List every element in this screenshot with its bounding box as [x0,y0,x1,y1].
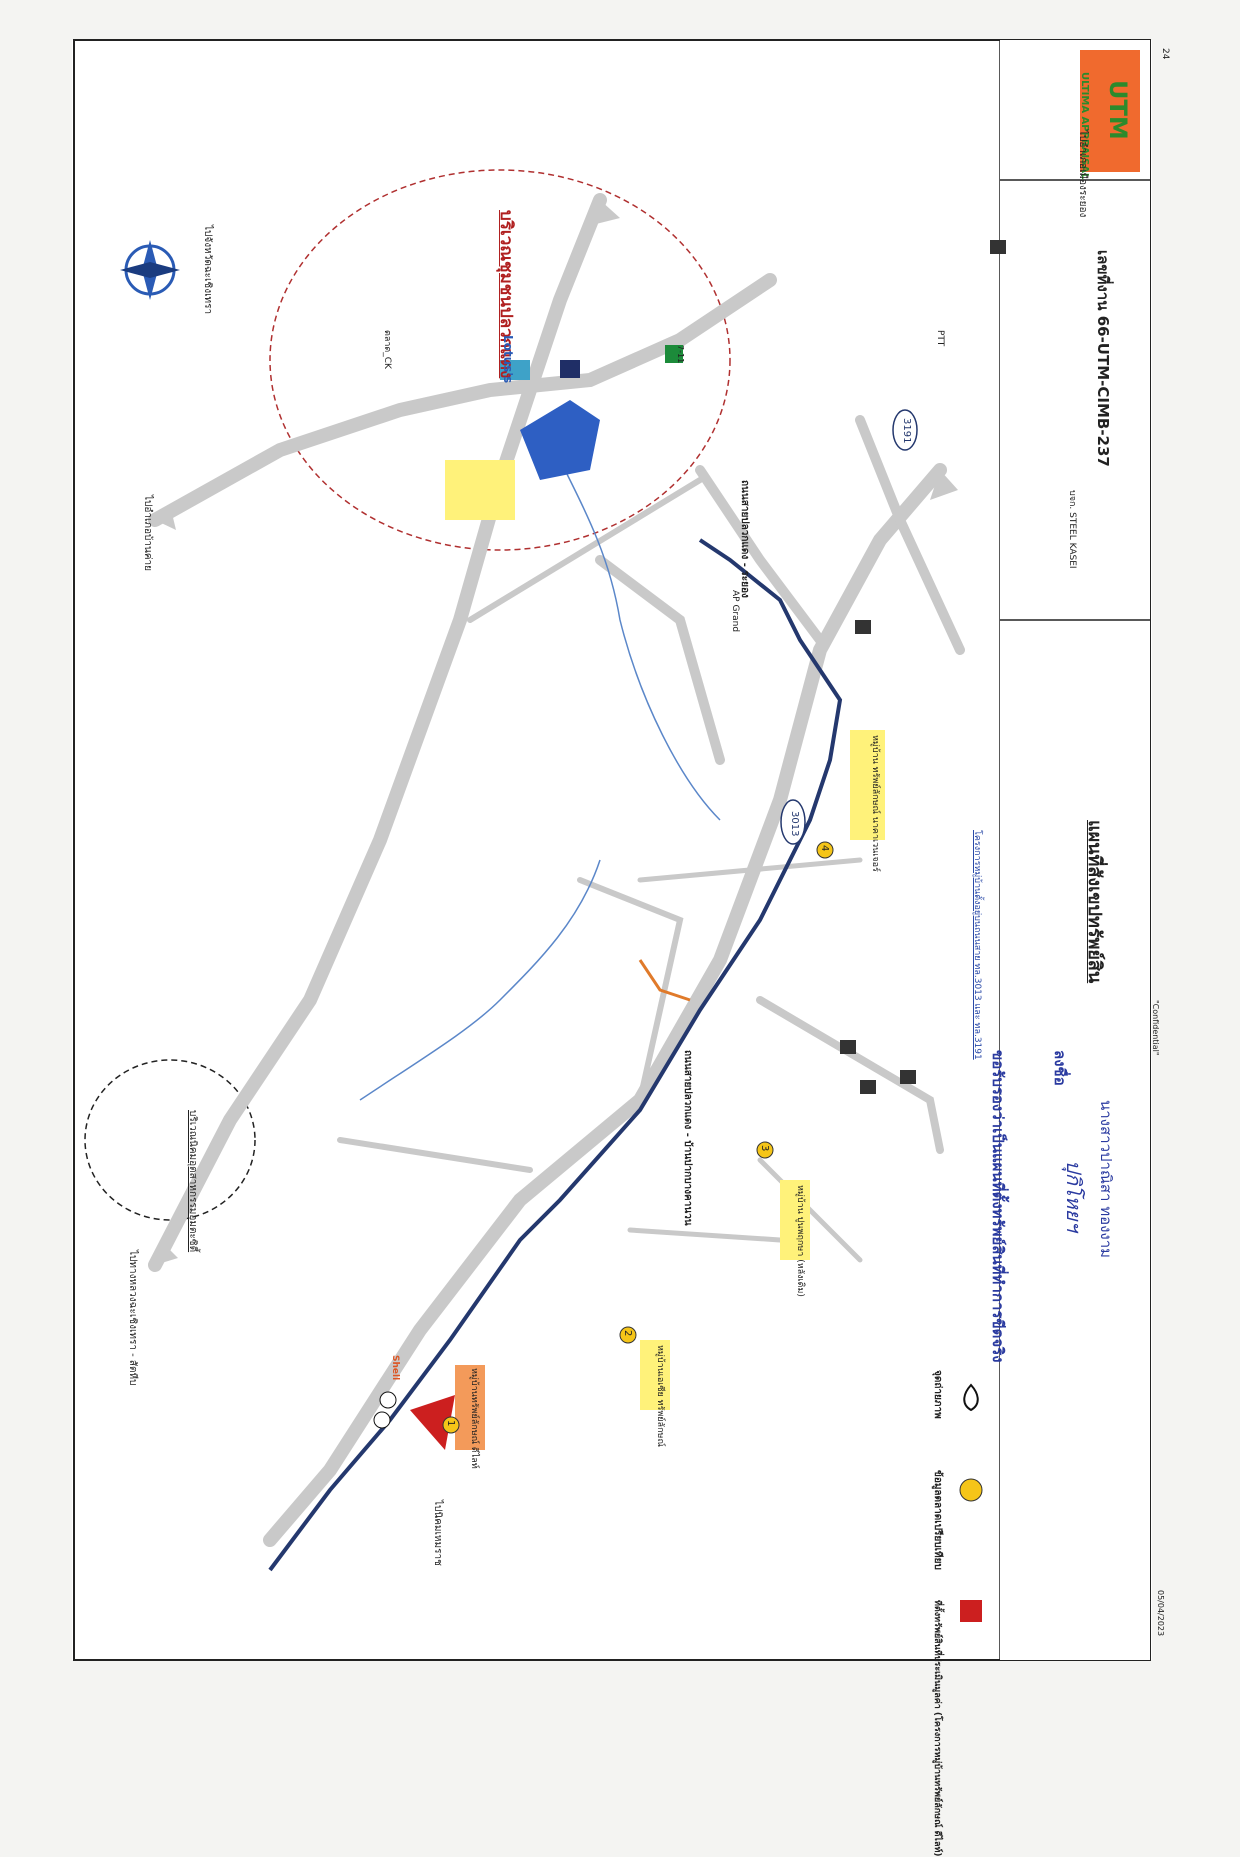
comp-label-2: หมู่บ้าน ปูนพฤกษา (หลังเดิม) [795,1185,805,1297]
location-map [73,39,1151,1661]
comp-marker-3-num: 3 [759,1145,770,1152]
seven-eleven-icon [665,345,683,363]
comp-label-box-1 [640,1340,670,1410]
doc-number: เลขที่งาน 66-UTM-CIMB-237 [1091,250,1115,467]
confidential-note: "Confidential" [1151,1000,1160,1056]
steel-kasei-label: บจก. STEEL KASEI [1067,490,1077,569]
road-main-label: ถนนสายปลวกแดง - บ้านปากบางคานวน [682,1050,693,1226]
ptt-label: PTT [935,330,945,347]
comp-marker-1-num: 1 [445,1420,456,1427]
roads [148,193,965,1547]
utm-logo [1028,50,1140,172]
legend-circle-icon [959,1478,983,1502]
road-pluak-label: ถนนสายปลวกแดง - ระยอง [739,480,750,598]
comp-marker-2 [619,1326,637,1344]
page-mark: 24 [1160,48,1170,60]
lotus-label: Lotus's [501,335,515,384]
road-3013-label: 3013 [789,811,800,837]
map-title: แผนที่สังเขปทรัพย์สิน [1084,820,1105,984]
route-3013 [268,538,843,1572]
seven-eleven-label: 7-11 [676,345,685,364]
legend-comparables: ข้อมูลตลาดเปรียบเทียบ [932,1470,943,1570]
legend-square-icon [960,1600,982,1622]
dest-top-left: ไปจังหวัดฉะเชิงเทรา [202,225,213,315]
comp-label-box-2 [780,1180,810,1260]
industrial-estate-circle [84,1059,256,1221]
subject-label-box [455,1365,485,1450]
logo-text: UTM [1104,80,1132,140]
road-3191-oval [892,409,918,451]
ck-label: ตลาด_CK [382,330,392,369]
lotus-store [500,360,530,380]
river [359,459,721,1101]
shell-label: Shell [390,1355,400,1381]
doc-number-value: 66-UTM-CIMB-237 [1094,315,1112,467]
signature: ปุกิโหยฯ [1062,1160,1086,1232]
legend-subject: ที่ตั้งทรัพย์สินที่ประเมินมูลค่า (โครงกา… [932,1600,942,1857]
ap-grand-label: AP Grand [730,590,740,633]
comp-marker-2-num: 2 [622,1330,633,1337]
map-frame [73,39,1151,1661]
dest-bottom-left: ไปทางหลวงฉะเชิงเทรา - สัตหีบ [127,1250,138,1386]
road-3191-label: 3191 [901,418,912,444]
comp-marker-4 [816,841,834,859]
comp-marker-3 [756,1141,774,1159]
dest-top-right: ไปอำเภอเมืองระยอง [1077,130,1088,218]
road-note: โครงการหมู่บ้านตั้งอยู่บนถนนสาย ทล.3013 … [972,830,982,1060]
temple-area-box [445,460,515,520]
comp-label-1: หมู่บ้านเอเซีย ทรัพย์ลักษณ์ [655,1345,665,1447]
road-3013-oval [780,799,806,845]
comp-marker-1 [442,1416,460,1434]
photo-points [373,1391,397,1429]
legend-drop-icon [963,1383,979,1412]
north-compass-icon [120,240,180,300]
certify-text: ขอรับรองว่าเป็นแผนที่ตั้งทรัพย์สินที่ทำก… [989,1050,1007,1363]
comp-marker-4-num: 4 [819,845,830,852]
industrial-estate-label: บริเวณนิคมอุตสาหกรรมอมตะซิตี้ [187,1110,198,1253]
pond [520,400,600,480]
comp-markers [442,841,834,1434]
dest-left-mid: ไปอำเภอบ้านค่าย [142,495,153,571]
doc-number-label: เลขที่งาน [1094,250,1112,311]
sign-label: ลงชื่อ [1051,1050,1069,1086]
doc-date: 05/04/2023 [1156,1590,1165,1637]
subject-plot [410,1395,455,1450]
comp-label-3: หมู่บ้าน ทรัพย์ลักษณ์ นาคาเวนเจอร์ [870,735,880,872]
pluak-daeng-area-circle [269,169,731,551]
signer-name: นางสาวปาณิสา ทองงาม [1097,1100,1115,1259]
legend-photo-points: จุดถ่ายภาพ [932,1370,943,1419]
comp-label-box-3 [850,730,885,840]
dest-bottom-left-2: ไปนิคมเหมราช [432,1500,443,1566]
subject-label: หมู่บ้านทรัพย์ลักษณ์ ดีไลท์ [469,1368,479,1469]
legend-symbols [959,1383,983,1622]
